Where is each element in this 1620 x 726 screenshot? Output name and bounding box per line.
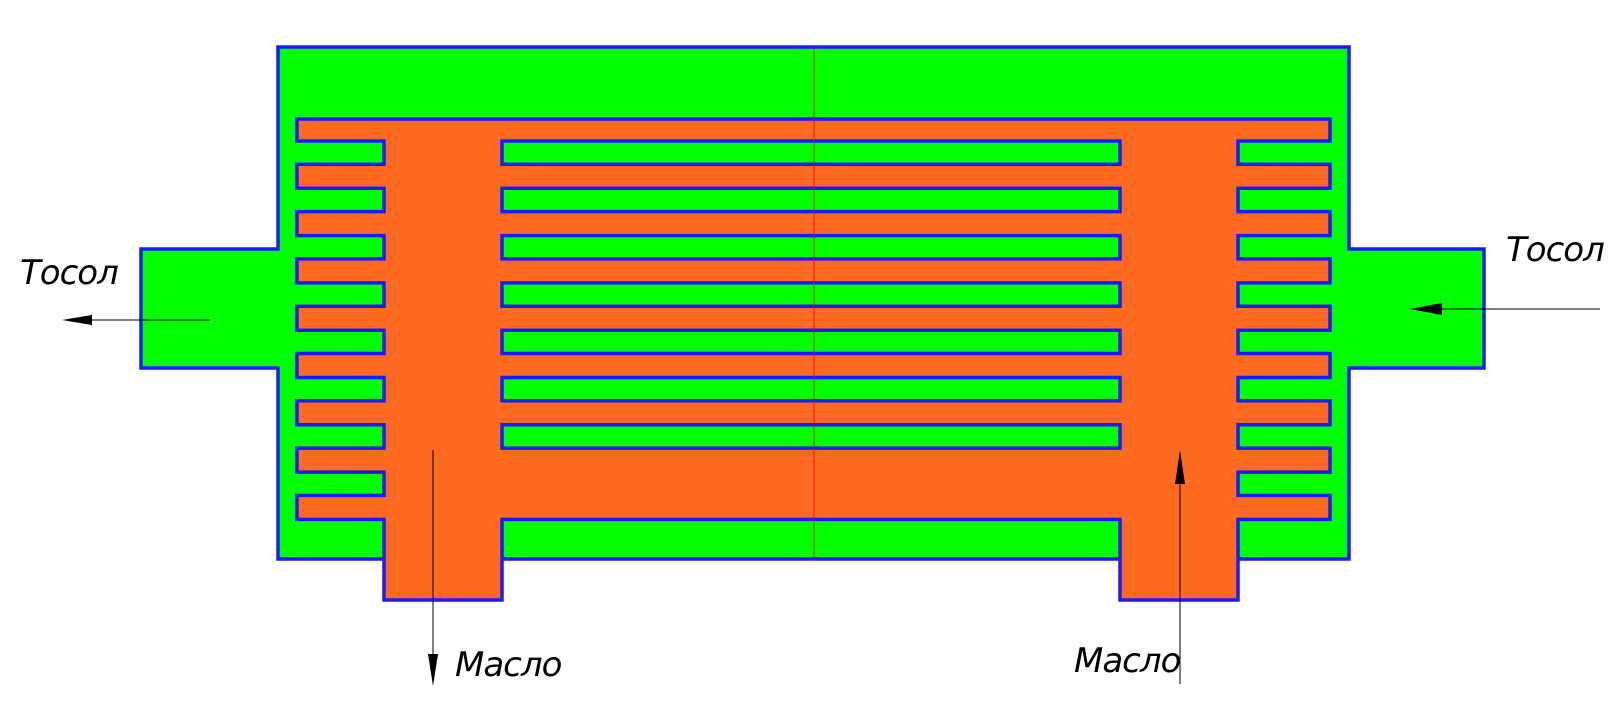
oil-inlet-label: Масло [1074, 641, 1181, 681]
coolant-inlet-label: Тосол [1506, 230, 1604, 270]
oil-outlet-arrow [428, 450, 438, 686]
coolant-outlet-label: Тосол [20, 253, 118, 293]
oil-circuit [295, 117, 1332, 602]
oil-inlet-arrow [1175, 450, 1185, 684]
coolant-inlet-arrow [1410, 303, 1600, 315]
coolant-outlet-arrow [62, 315, 210, 325]
oil-outlet-label: Масло [455, 645, 562, 685]
